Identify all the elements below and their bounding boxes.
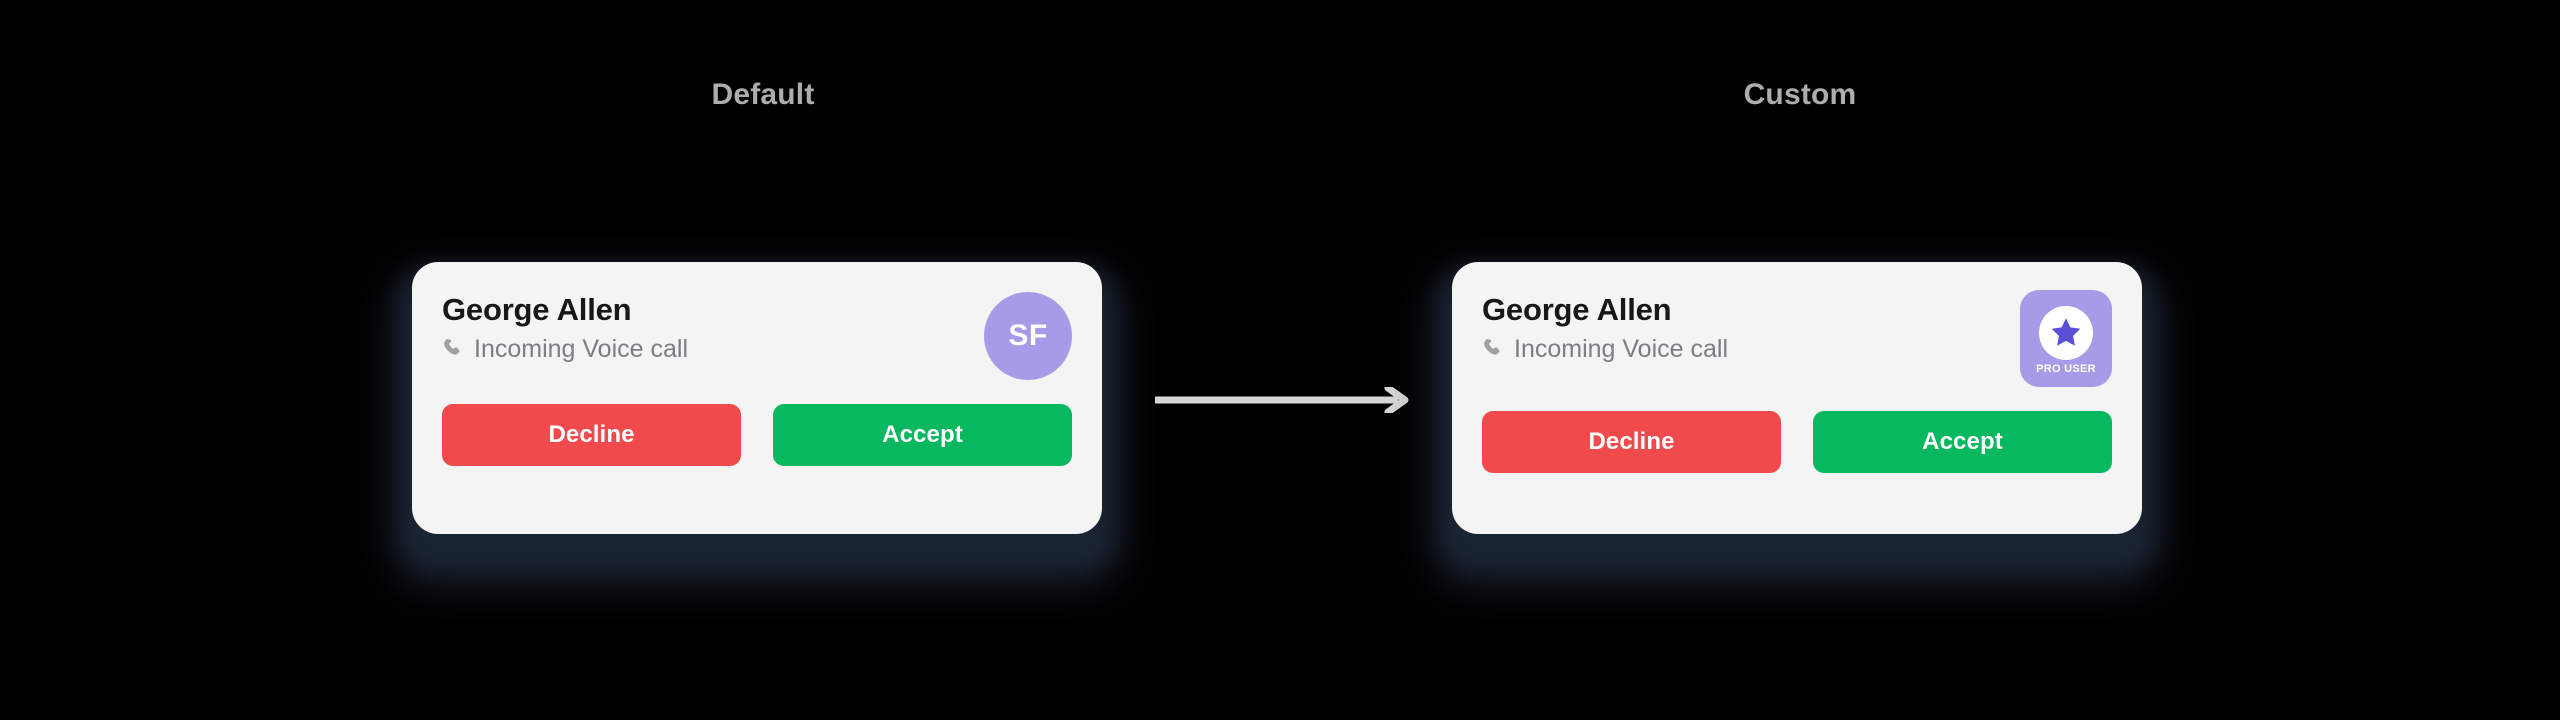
notification-header: George Allen Incoming Voice call SF xyxy=(442,290,1072,380)
pro-user-badge: PRO USER xyxy=(2020,290,2112,387)
notification-actions: Decline Accept xyxy=(442,404,1072,466)
caller-name: George Allen xyxy=(1482,292,1672,327)
pro-user-badge-label: PRO USER xyxy=(2036,363,2096,375)
phone-icon xyxy=(1482,337,1506,361)
avatar: SF xyxy=(984,292,1072,380)
decline-button[interactable]: Decline xyxy=(1482,411,1781,473)
caller-info: George Allen Incoming Voice call xyxy=(1482,290,1728,363)
call-status-row: Incoming Voice call xyxy=(442,334,689,364)
accept-button[interactable]: Accept xyxy=(1813,411,2112,473)
call-status-row: Incoming Voice call xyxy=(1482,334,1729,364)
decline-button[interactable]: Decline xyxy=(442,404,741,466)
star-icon xyxy=(2049,316,2083,350)
notification-actions: Decline Accept xyxy=(1482,411,2112,473)
call-status-text: Incoming Voice call xyxy=(1514,334,1729,363)
custom-notification-card: George Allen Incoming Voice call xyxy=(1434,262,2160,584)
column-heading-default: Default xyxy=(711,78,815,111)
notification-header: George Allen Incoming Voice call xyxy=(1482,290,2112,387)
call-status-text: Incoming Voice call xyxy=(474,334,689,363)
badge-disc xyxy=(2039,306,2093,360)
caller-info: George Allen Incoming Voice call xyxy=(442,290,688,363)
caller-name: George Allen xyxy=(442,292,632,327)
phone-icon xyxy=(442,337,466,361)
call-notification: George Allen Incoming Voice call xyxy=(1452,262,2142,534)
arrow-right-icon xyxy=(1155,387,1411,413)
accept-button[interactable]: Accept xyxy=(773,404,1072,466)
column-heading-custom: Custom xyxy=(1743,78,1857,111)
call-notification: George Allen Incoming Voice call SF Decl… xyxy=(412,262,1102,534)
default-notification-card: George Allen Incoming Voice call SF Decl… xyxy=(394,262,1120,584)
